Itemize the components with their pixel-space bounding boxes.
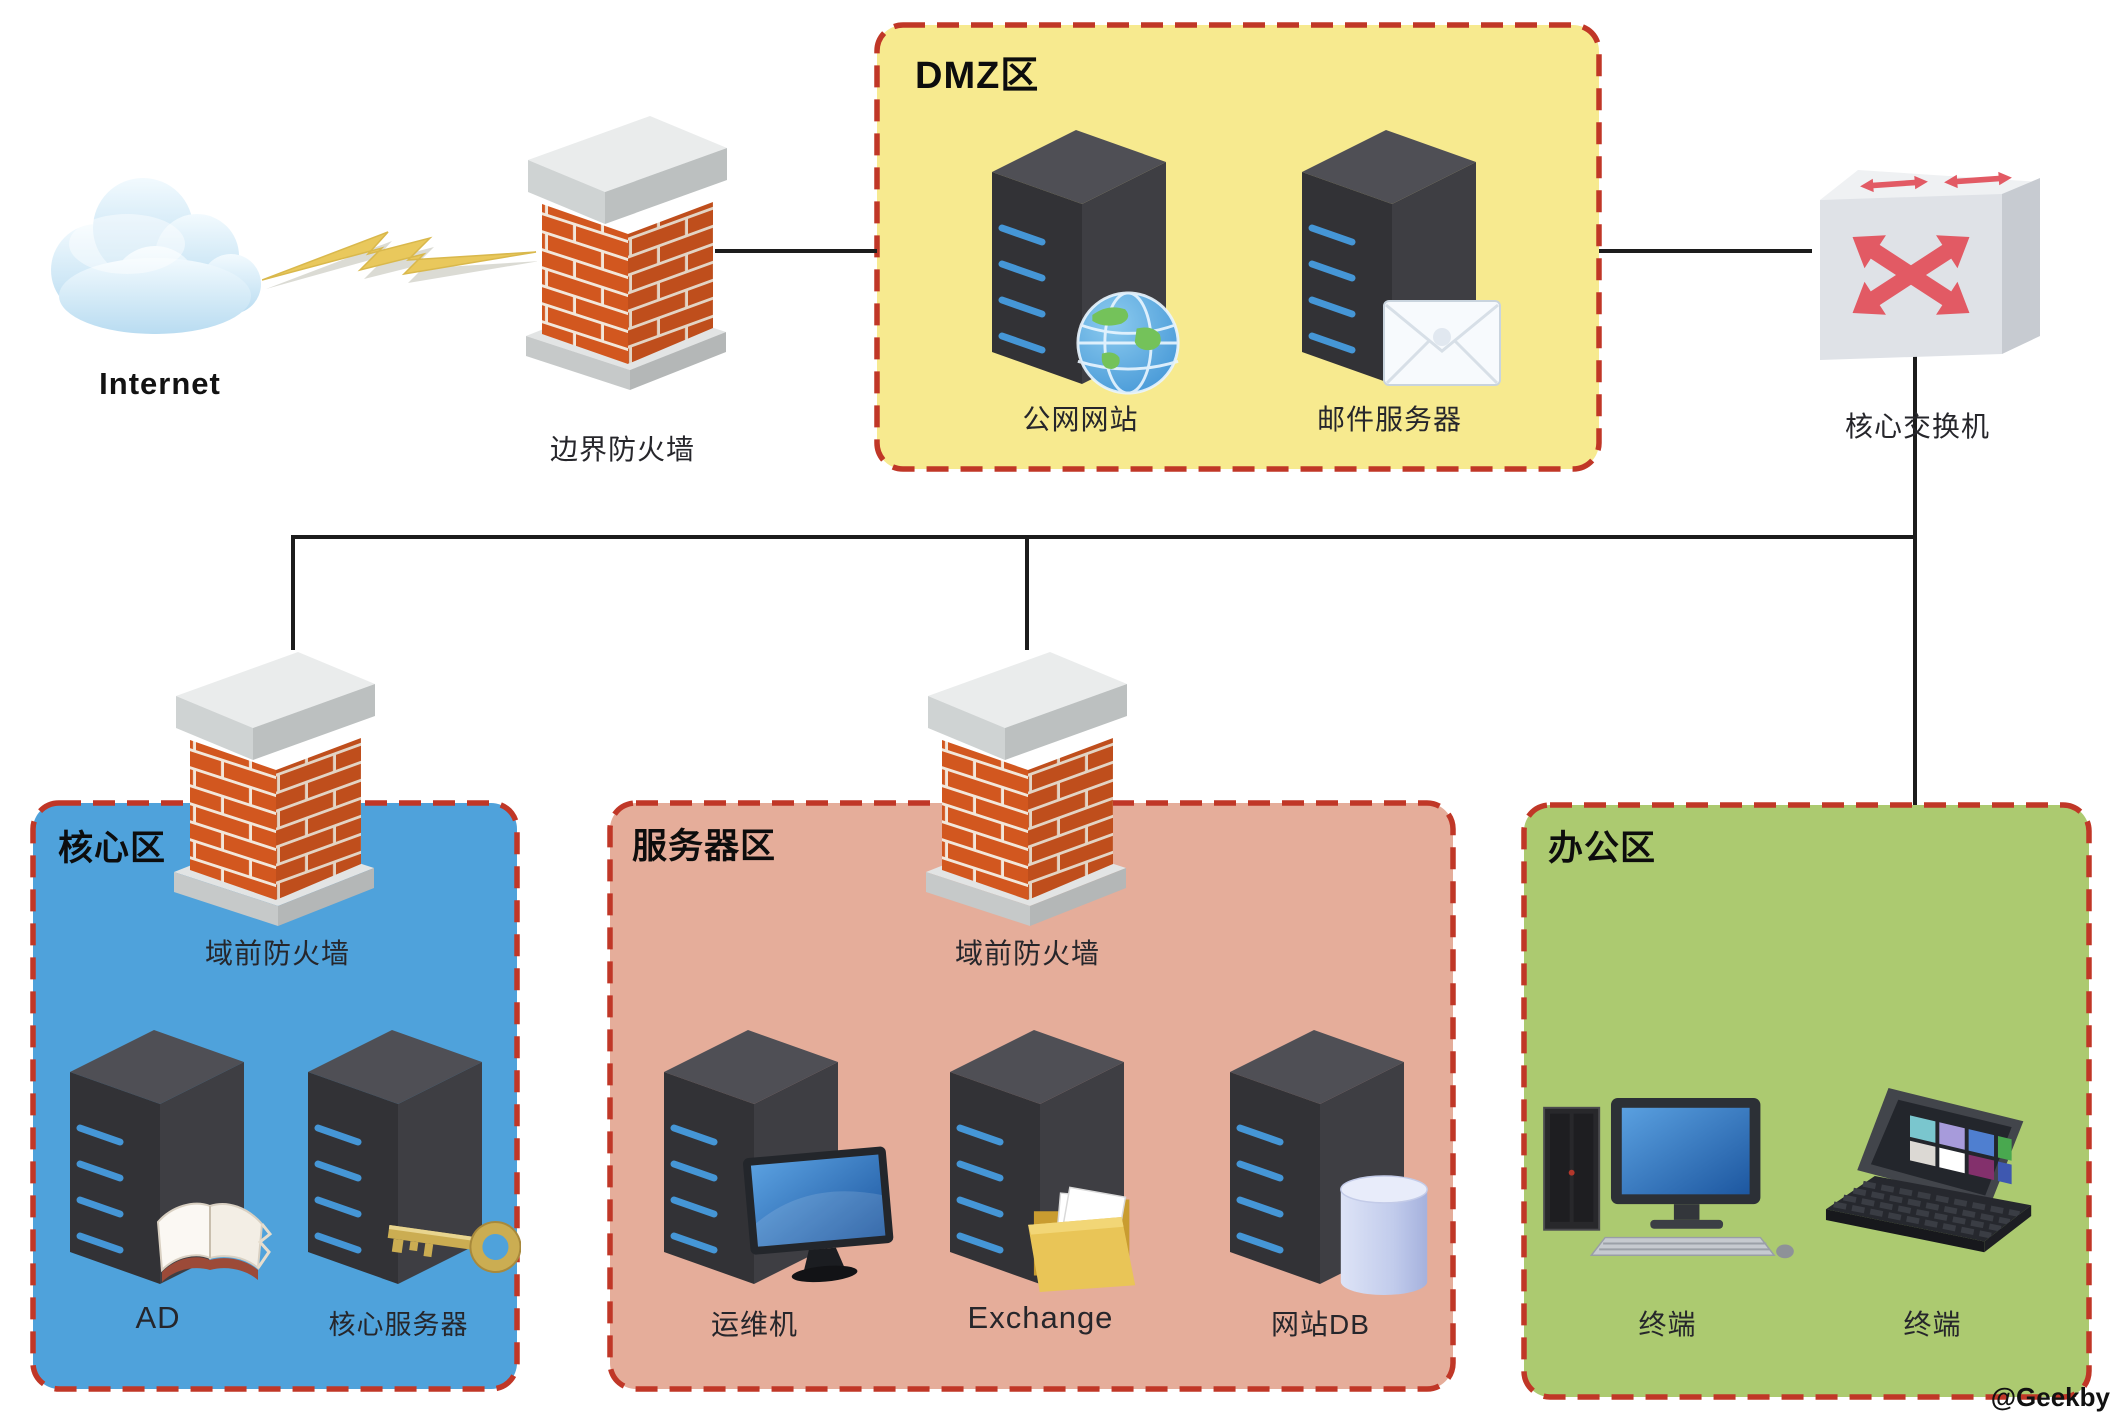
server-zone-title: 服务器区 bbox=[632, 827, 777, 866]
border-firewall-label: 边界防火墙 bbox=[549, 434, 695, 465]
envelope-icon bbox=[1383, 300, 1501, 386]
terminal-desktop-label: 终端 bbox=[1638, 1309, 1697, 1340]
core-zone-title: 核心区 bbox=[58, 829, 167, 868]
office-zone-title: 办公区 bbox=[1548, 829, 1657, 868]
terminal-laptop-label: 终端 bbox=[1903, 1309, 1962, 1340]
watermark: @Geekby bbox=[1990, 1382, 2110, 1412]
database-cylinder-icon bbox=[1340, 1175, 1428, 1296]
laptop-icon bbox=[1825, 1088, 2032, 1253]
server-firewall-label: 域前防火墙 bbox=[954, 938, 1100, 969]
internet-cloud-icon bbox=[51, 178, 261, 334]
book-icon bbox=[156, 1202, 273, 1282]
ops-server-label: 运维机 bbox=[710, 1309, 798, 1340]
core-server-label: 核心服务器 bbox=[328, 1310, 469, 1340]
server-firewall-icon bbox=[926, 652, 1127, 926]
key-icon bbox=[387, 1220, 521, 1273]
ad-server-label: AD bbox=[135, 1300, 181, 1335]
web-server-label: 公网网站 bbox=[1022, 404, 1139, 435]
db-server-label: 网站DB bbox=[1271, 1309, 1370, 1340]
folder-icon bbox=[1028, 1186, 1136, 1293]
core-firewall-label: 域前防火墙 bbox=[204, 938, 350, 969]
internet-label: Internet bbox=[99, 366, 221, 401]
core-switch-label: 核心交换机 bbox=[1844, 411, 1990, 442]
lightning-bolt-icon bbox=[262, 231, 537, 289]
monitor-icon bbox=[742, 1146, 894, 1283]
core-switch-icon bbox=[1820, 170, 2040, 360]
dmz-zone-title: DMZ区 bbox=[915, 55, 1040, 97]
connection-lines bbox=[291, 249, 1917, 805]
desktop-pc-icon bbox=[1543, 1097, 1794, 1259]
core-server-icon bbox=[308, 1030, 482, 1284]
border-firewall-icon bbox=[526, 116, 727, 390]
globe-icon bbox=[1076, 291, 1180, 395]
exchange-server-label: Exchange bbox=[967, 1300, 1114, 1335]
mail-server-label: 邮件服务器 bbox=[1316, 404, 1462, 435]
core-firewall-icon bbox=[174, 652, 375, 926]
